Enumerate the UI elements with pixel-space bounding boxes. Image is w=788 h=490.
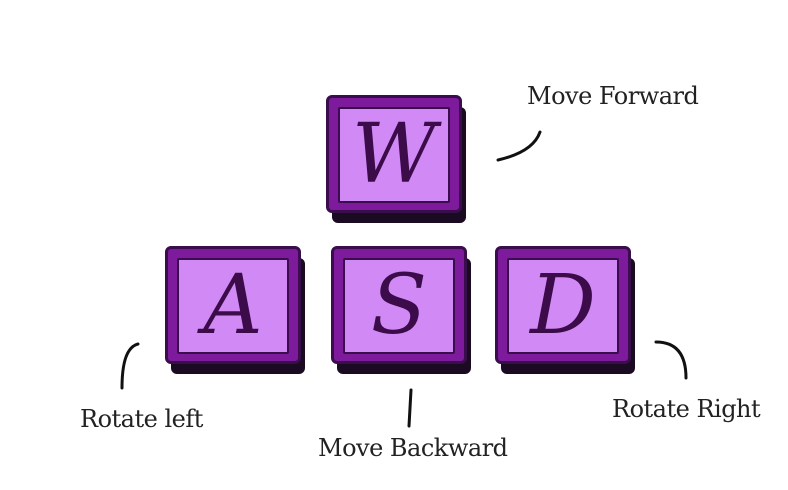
key-d: D xyxy=(495,246,635,374)
callout-line-a xyxy=(120,342,140,390)
key-d-face: D xyxy=(507,258,619,354)
callout-line-d xyxy=(654,340,688,380)
key-s-face: S xyxy=(343,258,455,354)
callout-line-w xyxy=(496,130,542,162)
label-rotate-left: Rotate left xyxy=(80,405,203,433)
key-s-cap: S xyxy=(331,246,467,364)
label-move-backward: Move Backward xyxy=(318,434,508,462)
key-a-cap: A xyxy=(165,246,301,364)
key-w: W xyxy=(326,95,466,223)
key-w-face: W xyxy=(338,107,450,203)
label-rotate-right: Rotate Right xyxy=(612,395,761,423)
label-move-forward: Move Forward xyxy=(527,82,699,110)
key-a: A xyxy=(165,246,305,374)
key-a-letter: A xyxy=(203,258,263,353)
key-s: S xyxy=(331,246,471,374)
callout-line-s xyxy=(407,388,413,428)
key-a-face: A xyxy=(177,258,289,354)
key-w-cap: W xyxy=(326,95,462,213)
key-w-letter: W xyxy=(351,107,437,202)
key-s-letter: S xyxy=(370,258,428,353)
key-d-cap: D xyxy=(495,246,631,364)
key-d-letter: D xyxy=(530,258,596,353)
